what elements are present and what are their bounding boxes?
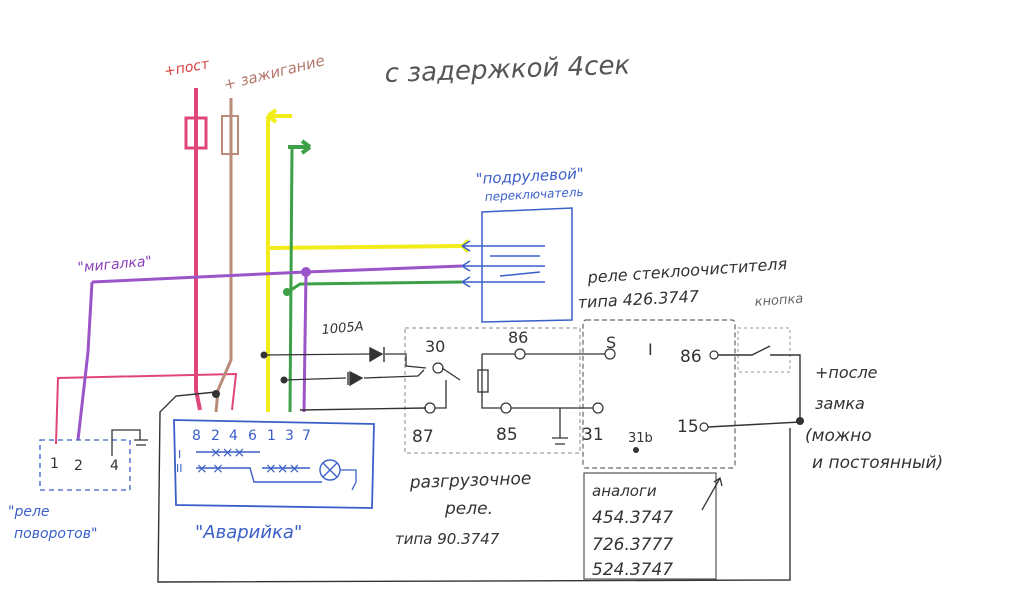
diode-row-bottom [283,369,425,381]
diode-top-symbol [369,346,385,363]
turn-relay-ground [111,429,148,456]
wiper-pin-86: 86 [680,347,702,367]
wire-purple-drop [302,271,308,413]
wire-87-return [157,391,791,583]
diode-bottom-symbol [347,370,364,387]
label-analogs-title: аналоги [592,482,657,500]
wire-pink [194,88,202,411]
turn-relay-pin-1: 1 [50,456,59,472]
wire-brown [214,98,233,413]
hazard-pin-8: 8 [192,428,201,444]
wire-yellow [266,116,463,412]
label-hazard: "Аварийка" [195,522,302,543]
unload-86-dot [514,348,526,360]
wiper-pin-86-dot [709,350,719,360]
wiper-relay-box [582,319,736,469]
label-after-lock-1: +после [815,363,878,382]
yellow-arrow [266,108,292,124]
hazard-pin-4: 4 [229,428,238,444]
unload-coil [477,369,489,393]
hazard-crosses-3: ××× [265,461,300,477]
hazard-junction [212,390,220,398]
label-wiper-type: типа 426.3747 [577,287,700,312]
wiper-pin-15: 15 [677,417,699,437]
hazard-box [173,419,375,509]
purple-junction [301,267,311,277]
label-after-lock-2: замка [815,394,865,413]
label-turn-relay-2: поворотов" [14,526,97,542]
unload-85-dot [500,402,512,414]
label-analog-1: 454.3747 [592,508,673,528]
hazard-lamp-cross [322,462,357,491]
wire-pink-to-turn [55,372,238,445]
hazard-pin-1: 1 [267,428,276,444]
hazard-crosses-1: ××× [210,445,245,461]
label-after-lock-4: и постоянный) [812,453,943,473]
analogs-pointer [701,476,723,511]
label-analog-2: 726.3777 [592,535,673,555]
turn-relay-box [39,439,131,491]
unload-87-dot [424,402,436,414]
wiper-pin-31: 31 [582,425,604,445]
wiper-pin-i: I [648,340,653,359]
unload-pin-87: 87 [412,427,434,447]
label-plus-ignition: + зажигание [222,51,327,94]
diode-junction-2 [280,376,288,384]
hazard-crosses-2: × × [196,461,224,477]
wiper-pin-s: S [606,333,616,352]
label-analog-3: 524.3747 [592,560,673,580]
unload-30-dot [432,362,444,374]
lock-junction [796,417,804,425]
column-switch-arrows [461,240,471,288]
button-box [737,327,791,373]
label-diode-rating: 1005А [321,319,364,338]
column-switch-box [481,207,573,323]
label-unload-relay-1: разгрузочное [408,469,531,493]
diagram-title: с задержкой 4сек [384,50,631,89]
diode-junction-1 [260,351,268,359]
label-plus-post: +пост [163,56,211,80]
label-column-switch-2: переключатель [484,185,583,204]
unload-pin-85: 85 [496,425,518,445]
hazard-pin-3: 3 [285,428,294,444]
wiper-pin-31b: 31b [628,431,653,446]
column-switch-contacts [462,245,545,283]
turn-relay-pin-4: 4 [110,458,119,474]
label-turn-relay-1: "реле [8,504,50,520]
hazard-pins: 8 2 4 6 1 3 7 [192,428,311,444]
hazard-pin-6: 6 [248,428,257,444]
wire-15 [707,421,801,428]
label-blinker: "мигалка" [77,254,153,276]
label-unload-relay-2: реле. [444,499,493,519]
hazard-pin-2: 2 [211,428,220,444]
wiper-31-dot [592,402,604,414]
wire-purple-to-turn [76,281,94,441]
hazard-row-2: II [176,462,183,475]
unload-wiring [435,353,605,445]
wiper-pin-15-dot [699,422,709,432]
label-column-switch-1: "подрулевой" [475,164,584,188]
wiper-pin-31b-dot [633,447,639,453]
hazard-pin-7: 7 [302,428,311,444]
hazard-contacts [196,451,322,483]
turn-relay-pin-2: 2 [74,458,83,474]
wire-green [287,146,463,413]
hazard-row-1: I [178,448,181,461]
button-switch [718,345,801,422]
label-after-lock-3: (можно [805,426,872,446]
green-junction [283,288,291,296]
label-unload-relay-type: типа 90.3747 [395,530,500,548]
unload-pin-86: 86 [508,328,528,347]
analogs-box [583,472,717,580]
label-wiper-relay: реле стеклоочистителя [586,254,788,287]
label-button: кнопка [754,292,804,310]
unload-relay-box [404,327,581,454]
wiper-s-dot [604,348,616,360]
unload-pin-30: 30 [425,337,445,356]
diode-row-top [263,353,427,369]
